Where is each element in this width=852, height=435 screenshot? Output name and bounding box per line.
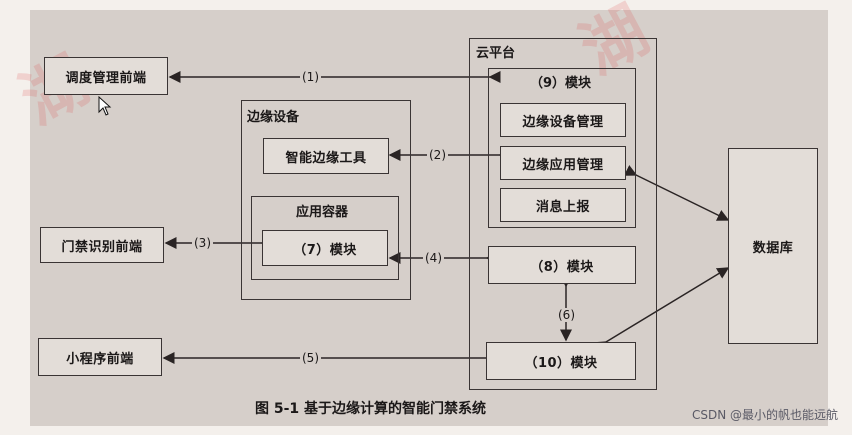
app-container-title: 应用容器 [296, 205, 349, 220]
edge-1-label: (1) [300, 70, 321, 84]
edge-device-title: 边缘设备 [247, 110, 300, 125]
module7-box: （7）模块 [262, 230, 388, 266]
cloud-platform-group [469, 38, 657, 390]
door-front-box: 门禁识别前端 [40, 227, 164, 263]
miniapp-front-label: 小程序前端 [66, 351, 134, 367]
edge-app-mgmt-label: 边缘应用管理 [522, 157, 604, 173]
figure-caption: 图 5-1 基于边缘计算的智能门禁系统 [255, 401, 487, 417]
module8-label: （8）模块 [530, 259, 594, 275]
edge-device-mgmt-box: 边缘设备管理 [500, 103, 626, 137]
module10-label: （10）模块 [524, 355, 598, 371]
database-box: 数据库 [728, 148, 818, 344]
smart-edge-tool-box: 智能边缘工具 [263, 138, 389, 174]
edge-app-mgmt-box: 边缘应用管理 [500, 146, 626, 180]
module7-label: （7）模块 [293, 242, 357, 258]
smart-edge-tool-label: 智能边缘工具 [285, 150, 367, 166]
message-report-box: 消息上报 [500, 188, 626, 222]
module9-title: （9）模块 [530, 76, 592, 91]
app-container-group [251, 196, 399, 280]
edge-3-label: (3) [192, 236, 213, 250]
message-report-label: 消息上报 [535, 199, 590, 215]
edge-5-label: (5) [300, 351, 321, 365]
module9-group [488, 68, 636, 228]
dispatch-front-box: 调度管理前端 [44, 57, 168, 95]
database-label: 数据库 [752, 240, 794, 256]
csdn-watermark: CSDN @最小的帆也能远航 [691, 408, 838, 422]
db-link-bottom [593, 267, 730, 353]
edge-device-mgmt-label: 边缘设备管理 [522, 114, 604, 130]
module8-box: （8）模块 [488, 246, 636, 284]
db-link-top [623, 164, 730, 221]
edge-4-label: (4) [423, 251, 444, 265]
dispatch-front-label: 调度管理前端 [65, 70, 147, 86]
miniapp-front-box: 小程序前端 [38, 338, 162, 376]
cloud-platform-title: 云平台 [476, 46, 516, 61]
edge-6-label: (6) [556, 308, 577, 322]
door-front-label: 门禁识别前端 [61, 239, 143, 255]
edge-2-label: (2) [427, 148, 448, 162]
module10-box: （10）模块 [486, 342, 636, 380]
edge-device-group [241, 100, 411, 300]
